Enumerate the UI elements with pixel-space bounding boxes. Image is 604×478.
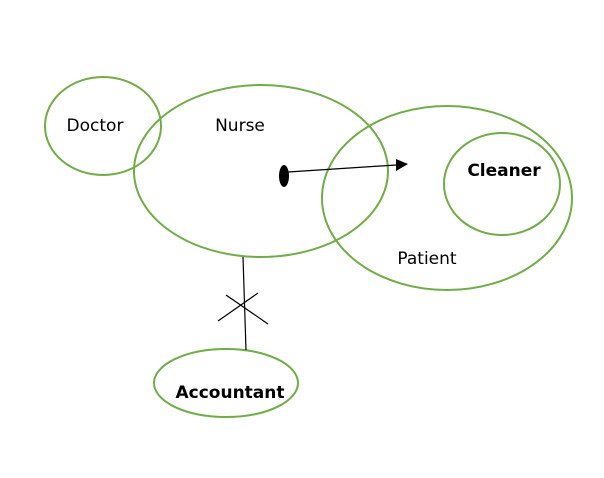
cross-mark-line-2 <box>225 294 269 325</box>
accountant-label: Accountant <box>175 383 284 403</box>
accountant-ellipse <box>153 348 299 418</box>
cross-mark-line-1 <box>217 292 259 322</box>
cleaner-ellipse <box>443 132 561 236</box>
nurse-patient-arrow-line <box>287 164 397 173</box>
nurse-label: Nurse <box>215 116 265 136</box>
doctor-ellipse <box>44 76 162 176</box>
doctor-label: Doctor <box>67 116 124 136</box>
patient-label: Patient <box>397 249 457 269</box>
nurse-accountant-line <box>242 256 247 351</box>
patient-ellipse <box>321 105 573 291</box>
nurse-ellipse <box>133 84 389 258</box>
arrow-origin-dot <box>279 165 289 187</box>
cleaner-label: Cleaner <box>467 161 541 181</box>
arrow-head <box>396 159 408 171</box>
